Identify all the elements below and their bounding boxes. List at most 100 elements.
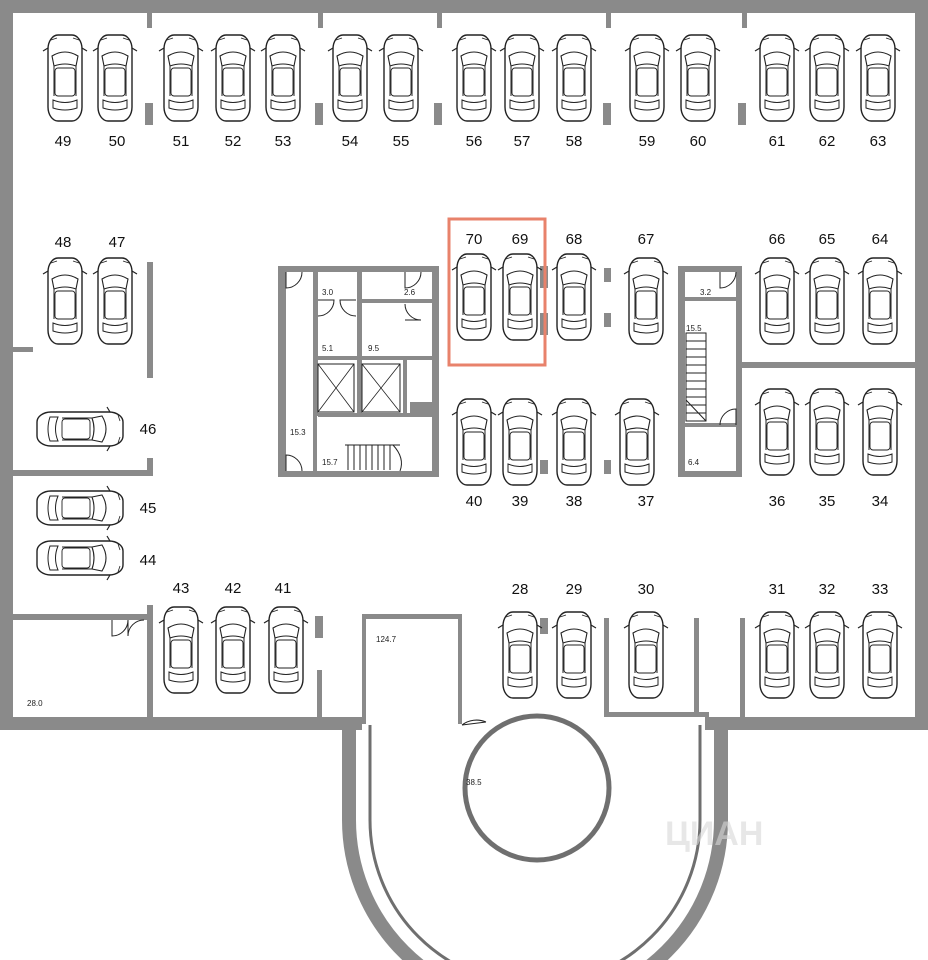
car-icon <box>210 34 256 122</box>
spot-number-66: 66 <box>769 231 786 248</box>
spot-number-37: 37 <box>638 493 655 510</box>
central-core <box>278 266 439 477</box>
spot-number-52: 52 <box>225 133 242 150</box>
spot-number-51: 51 <box>173 133 190 150</box>
car-icon <box>158 606 204 694</box>
spot-number-36: 36 <box>769 493 786 510</box>
spot-number-49: 49 <box>55 133 72 150</box>
car-icon <box>210 606 256 694</box>
spot-number-35: 35 <box>819 493 836 510</box>
spot-number-56: 56 <box>466 133 483 150</box>
spot-number-57: 57 <box>514 133 531 150</box>
car-icon <box>804 388 850 476</box>
spot-number-58: 58 <box>566 133 583 150</box>
ramp-outer-wall <box>342 723 728 960</box>
car-icon <box>623 611 669 699</box>
spot-number-48: 48 <box>55 234 72 251</box>
car-icon <box>614 398 660 486</box>
left-walls <box>13 262 323 717</box>
ramp-core <box>462 713 612 863</box>
spot-number-69: 69 <box>512 231 529 248</box>
spot-number-39: 39 <box>512 493 529 510</box>
car-icon <box>857 257 903 345</box>
spot-number-38: 38 <box>566 493 583 510</box>
car-icon <box>804 257 850 345</box>
room-area-label: 15.5 <box>686 324 702 333</box>
car-icon <box>804 611 850 699</box>
ramp-door <box>461 719 487 726</box>
spot-number-62: 62 <box>819 133 836 150</box>
car-icon <box>551 611 597 699</box>
room-area-label: 38.5 <box>466 778 482 787</box>
watermark: ЦИАН <box>665 815 763 853</box>
spot-number-65: 65 <box>819 231 836 248</box>
spot-number-44: 44 <box>140 552 157 569</box>
car-icon <box>551 398 597 486</box>
car-icon <box>857 388 903 476</box>
spot-number-63: 63 <box>870 133 887 150</box>
car-icon <box>42 257 88 345</box>
spot-number-50: 50 <box>109 133 126 150</box>
spot-number-55: 55 <box>393 133 410 150</box>
spot-number-61: 61 <box>769 133 786 150</box>
spot-number-70: 70 <box>466 231 483 248</box>
car-icon <box>497 398 543 486</box>
right-walls <box>362 266 915 724</box>
car-icon <box>260 34 306 122</box>
room-area-label: 15.7 <box>322 458 338 467</box>
car-icon <box>42 34 88 122</box>
car-icon <box>675 34 721 122</box>
room-area-label: 28.0 <box>27 699 43 708</box>
car-icon <box>451 253 497 341</box>
spot-number-33: 33 <box>872 581 889 598</box>
spot-number-40: 40 <box>466 493 483 510</box>
room-area-label: 3.0 <box>322 288 334 297</box>
spot-number-28: 28 <box>512 581 529 598</box>
spot-number-45: 45 <box>140 500 157 517</box>
car-icon <box>857 611 903 699</box>
car-icon <box>37 486 123 530</box>
room-area-label: 15.3 <box>290 428 306 437</box>
spot-number-60: 60 <box>690 133 707 150</box>
spot-number-31: 31 <box>769 581 786 598</box>
spot-number-53: 53 <box>275 133 292 150</box>
car-icon <box>451 398 497 486</box>
spot-number-29: 29 <box>566 581 583 598</box>
car-icon <box>327 34 373 122</box>
top-dividers <box>145 13 747 125</box>
car-icon <box>263 606 309 694</box>
car-icon <box>754 611 800 699</box>
spot-number-46: 46 <box>140 421 157 438</box>
car-icon <box>378 34 424 122</box>
car-icon <box>551 34 597 122</box>
spot-number-42: 42 <box>225 580 242 597</box>
spot-number-54: 54 <box>342 133 359 150</box>
car-icon <box>92 34 138 122</box>
door-storage <box>111 619 145 637</box>
spot-number-68: 68 <box>566 231 583 248</box>
room-area-label: 5.1 <box>322 344 334 353</box>
car-icon <box>754 388 800 476</box>
car-icon <box>754 257 800 345</box>
highlighted-spots-frame <box>447 217 547 367</box>
spot-number-64: 64 <box>872 231 889 248</box>
room-area-label: 2.6 <box>404 288 416 297</box>
car-icon <box>497 611 543 699</box>
car-icon <box>37 536 123 580</box>
car-icon <box>451 34 497 122</box>
car-icon <box>499 34 545 122</box>
car-icon <box>551 253 597 341</box>
spot-number-41: 41 <box>275 580 292 597</box>
room-area-label: 6.4 <box>688 458 700 467</box>
car-icon <box>623 257 669 345</box>
room-area-label: 3.2 <box>700 288 712 297</box>
spot-number-30: 30 <box>638 581 655 598</box>
room-area-label: 9.5 <box>368 344 380 353</box>
spot-number-67: 67 <box>638 231 655 248</box>
car-icon <box>92 257 138 345</box>
right-core <box>678 266 742 477</box>
spot-number-34: 34 <box>872 493 889 510</box>
